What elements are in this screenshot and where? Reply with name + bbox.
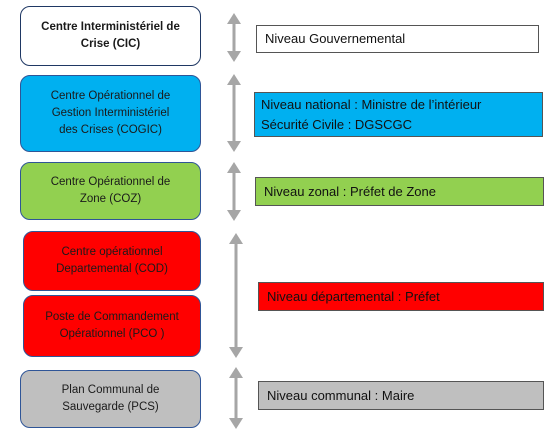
level-national: Niveau national : Ministre de l’intérieu… xyxy=(254,92,543,137)
level-zonal-label: Niveau zonal : Préfet de Zone xyxy=(264,183,436,199)
level-communal-label: Niveau communal : Maire xyxy=(267,387,415,403)
double-headed-vertical-arrow-icon xyxy=(229,233,243,358)
center-cod-label: Centre opérationnel Departemental (COD) xyxy=(56,246,168,275)
double-headed-vertical-arrow-icon xyxy=(227,162,241,221)
double-headed-vertical-arrow-icon xyxy=(227,74,241,152)
center-cod: Centre opérationnel Departemental (COD) xyxy=(23,231,201,291)
center-cic: Centre Interministériel de Crise (CIC) xyxy=(20,6,201,66)
double-headed-vertical-arrow-icon xyxy=(229,367,243,429)
level-departemental-label: Niveau départemental : Préfet xyxy=(267,288,440,304)
center-coz: Centre Opérationnel de Zone (COZ) xyxy=(20,162,201,220)
level-gouvernemental-label: Niveau Gouvernemental xyxy=(265,31,406,47)
center-cogic-label: Centre Opérationnel de Gestion Intermini… xyxy=(50,90,171,136)
level-national-label: Niveau national : Ministre de l’intérieu… xyxy=(261,97,482,132)
center-pcs: Plan Communal de Sauvegarde (PCS) xyxy=(20,370,201,428)
level-zonal: Niveau zonal : Préfet de Zone xyxy=(255,177,544,206)
center-pco: Poste de Commandement Opérationnel (PCO … xyxy=(23,295,201,357)
center-pcs-label: Plan Communal de Sauvegarde (PCS) xyxy=(61,384,160,413)
level-departemental: Niveau départemental : Préfet xyxy=(258,282,544,311)
center-cogic: Centre Opérationnel de Gestion Intermini… xyxy=(20,75,201,152)
center-cic-label: Centre Interministériel de Crise (CIC) xyxy=(41,21,180,50)
level-communal: Niveau communal : Maire xyxy=(258,381,544,410)
double-headed-vertical-arrow-icon xyxy=(227,13,241,62)
center-pco-label: Poste de Commandement Opérationnel (PCO … xyxy=(45,311,179,340)
level-gouvernemental: Niveau Gouvernemental xyxy=(256,25,539,53)
center-coz-label: Centre Opérationnel de Zone (COZ) xyxy=(50,176,171,205)
